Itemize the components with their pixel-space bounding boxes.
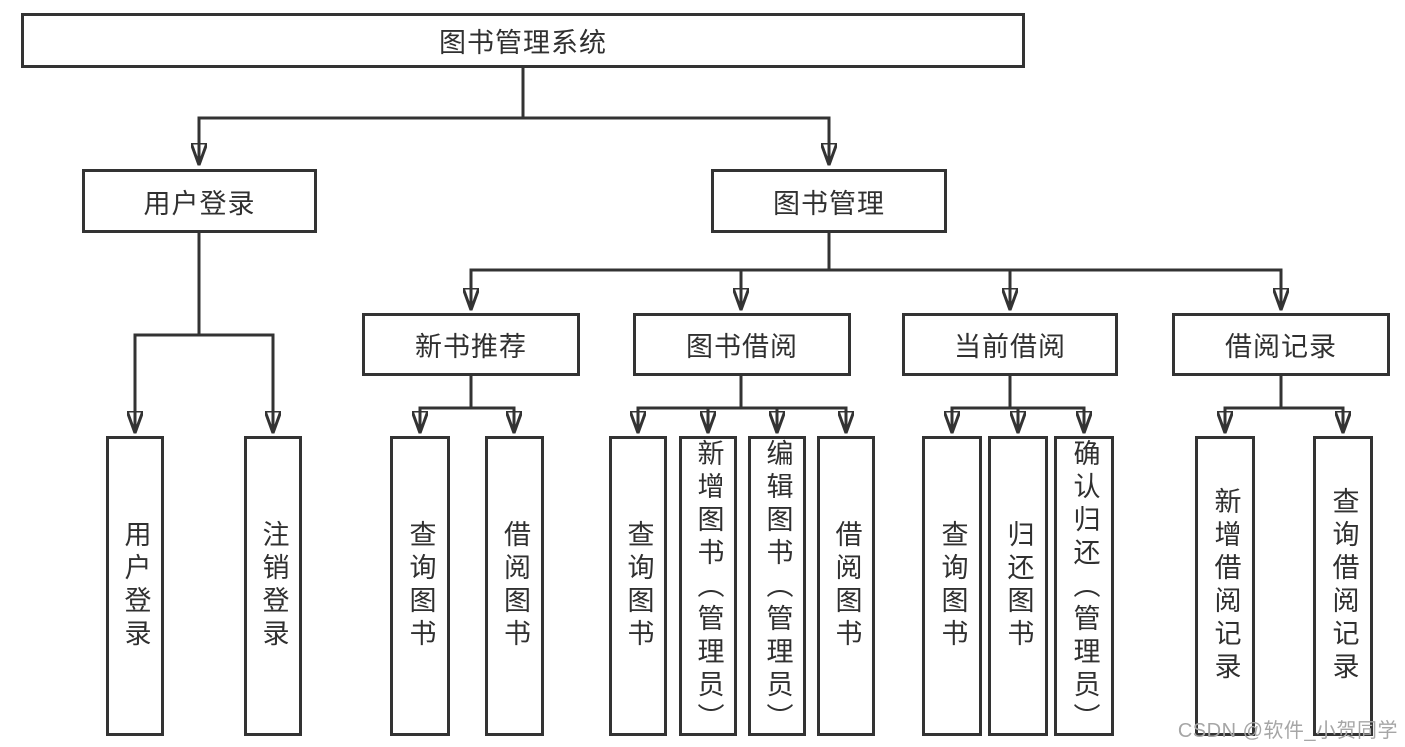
node-current-borrow: 当前借阅: [902, 313, 1118, 376]
leaf-logout: 注销登录: [244, 436, 302, 736]
leaf-bb-query-books: 查询图书: [609, 436, 667, 736]
leaf-cb-query-books-label: 查询图书: [937, 520, 968, 652]
csdn-watermark: CSDN @软件_小贺同学: [1177, 720, 1398, 742]
leaf-cb-confirm-return-admin: 确认归还（管理员）: [1054, 436, 1114, 736]
node-new-book-rec: 新书推荐: [362, 313, 580, 376]
leaf-bb-add-books-admin-label: 新增图书（管理员）: [693, 439, 724, 736]
leaf-br-query-record: 查询借阅记录: [1313, 436, 1373, 736]
leaf-cb-return-books: 归还图书: [988, 436, 1048, 736]
leaf-user-login-label: 用户登录: [120, 520, 151, 652]
node-user-login: 用户登录: [82, 169, 317, 233]
leaf-logout-label: 注销登录: [258, 520, 289, 652]
leaf-user-login: 用户登录: [106, 436, 164, 736]
leaf-bb-borrow-books-label: 借阅图书: [831, 520, 862, 652]
leaf-rec-query-books-label: 查询图书: [405, 520, 436, 652]
leaf-bb-query-books-label: 查询图书: [623, 520, 654, 652]
node-root: 图书管理系统: [21, 13, 1025, 68]
node-current-borrow-label: 当前借阅: [954, 332, 1066, 362]
leaf-cb-return-books-label: 归还图书: [1003, 520, 1034, 652]
node-root-label: 图书管理系统: [439, 28, 607, 58]
node-borrow-records-label: 借阅记录: [1225, 332, 1337, 362]
leaf-br-add-record-label: 新增借阅记录: [1210, 487, 1241, 685]
leaf-rec-borrow-books-label: 借阅图书: [500, 520, 530, 652]
leaf-rec-query-books: 查询图书: [390, 436, 450, 736]
leaf-br-add-record: 新增借阅记录: [1195, 436, 1255, 736]
node-user-login-label: 用户登录: [143, 188, 256, 219]
leaf-cb-confirm-return-admin-label: 确认归还（管理员）: [1069, 439, 1100, 736]
node-new-book-rec-label: 新书推荐: [415, 332, 527, 362]
node-borrow-records: 借阅记录: [1172, 313, 1390, 376]
leaf-cb-query-books: 查询图书: [922, 436, 982, 736]
node-book-mgmt-label: 图书管理: [773, 188, 885, 219]
node-book-borrow-label: 图书借阅: [686, 332, 798, 362]
leaf-bb-edit-books-admin-label: 编辑图书（管理员）: [762, 439, 793, 736]
leaf-bb-edit-books-admin: 编辑图书（管理员）: [748, 436, 806, 736]
leaf-rec-borrow-books: 借阅图书: [485, 436, 544, 736]
leaf-bb-add-books-admin: 新增图书（管理员）: [679, 436, 737, 736]
node-book-mgmt: 图书管理: [711, 169, 947, 233]
leaf-bb-borrow-books: 借阅图书: [817, 436, 875, 736]
leaf-br-query-record-label: 查询借阅记录: [1328, 487, 1359, 685]
node-book-borrow: 图书借阅: [633, 313, 851, 376]
